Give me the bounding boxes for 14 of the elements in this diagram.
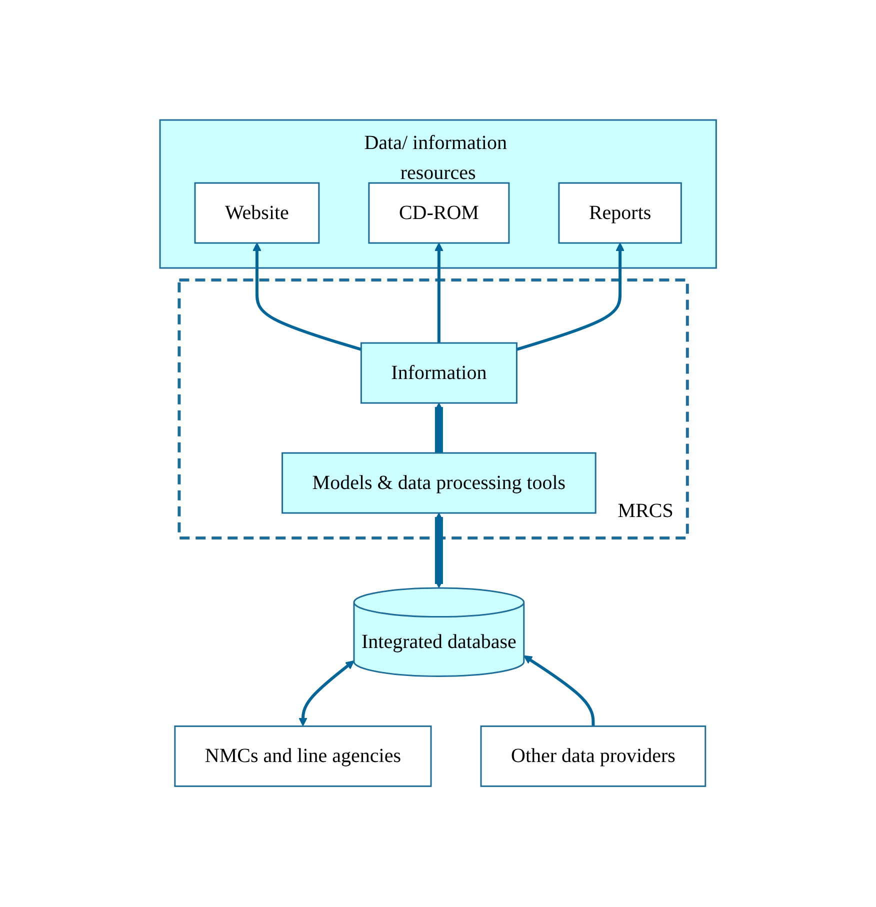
node-box: Reports (558, 182, 682, 244)
arrow (434, 512, 444, 588)
arrow (252, 243, 362, 352)
node-box: CD-ROM (368, 182, 510, 244)
node-box: Information (360, 342, 518, 404)
node-box: Other data providers (480, 726, 706, 788)
node-box: NMCs and line agencies (174, 726, 432, 788)
arrow (516, 243, 624, 352)
node-box: Website (194, 182, 320, 244)
arrow (434, 243, 444, 344)
arrow (434, 402, 444, 454)
node-box: Models & data processing tools (281, 452, 596, 514)
arrow (298, 660, 354, 727)
arrow (523, 656, 595, 727)
